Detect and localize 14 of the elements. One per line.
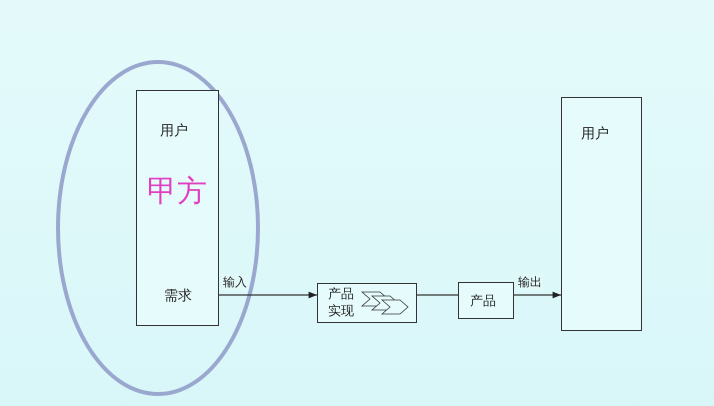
box-heading: 用户 [160, 122, 188, 140]
edge-label: 输出 [517, 274, 543, 291]
role-label: 甲方 [147, 173, 207, 211]
edge-label: 输入 [222, 274, 248, 291]
box-footer-text: 需求 [164, 287, 192, 305]
box-label: 产品 [470, 293, 496, 310]
process-box [136, 90, 219, 326]
box-label: 产品实现 [328, 287, 355, 321]
box-heading: 用户 [581, 125, 609, 143]
process-box [458, 282, 514, 319]
arrow [514, 292, 561, 298]
process-box [317, 283, 417, 323]
process-box [561, 97, 642, 331]
arrow [219, 292, 317, 298]
